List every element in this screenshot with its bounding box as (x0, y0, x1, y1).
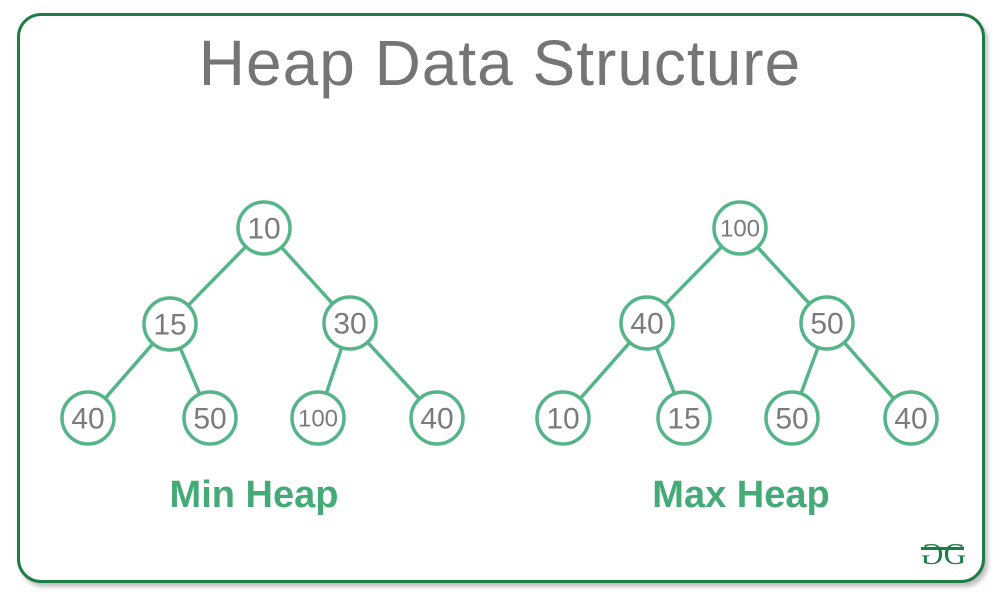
tree-node-circle (656, 390, 712, 446)
tree-node-circle (535, 390, 591, 446)
min-heap-label: Min Heap (169, 474, 339, 516)
tree-node-circle (236, 200, 292, 256)
tree-edge (187, 245, 247, 307)
tree-node-circle (290, 390, 346, 446)
tree-node-circle (619, 295, 675, 351)
tree-node-value: 15 (153, 309, 186, 342)
min-heap: 10 15 30 40 50 100 40 (60, 200, 465, 446)
logo-strikethrough-bar (921, 547, 964, 550)
tree-edge (579, 341, 631, 400)
geeksforgeeks-logo: GG (921, 536, 966, 571)
logo-letter-g: G (943, 536, 966, 571)
logo-letter-reversed-g: G (923, 536, 944, 571)
page-title: Heap Data Structure (198, 27, 802, 99)
tree-node-circle (799, 295, 855, 351)
tree-node-value: 100 (720, 215, 760, 242)
max-heap-label: Max Heap (652, 474, 830, 516)
tree-node-value: 40 (71, 403, 104, 436)
tree-node-value: 50 (193, 403, 226, 436)
tree-node-value: 40 (630, 308, 663, 341)
tree-edge (366, 341, 421, 400)
tree-node-circle (182, 390, 238, 446)
tree-node-circle (322, 295, 378, 351)
tree-edge (756, 246, 811, 305)
tree-edge (799, 346, 820, 395)
tree-node-value: 50 (775, 403, 808, 436)
tree-edge (843, 341, 895, 400)
tree-node-value: 100 (298, 405, 338, 432)
tree-node-circle (409, 390, 465, 446)
tree-node-value: 40 (420, 403, 453, 436)
tree-node-value: 30 (333, 308, 366, 341)
max-heap: 100 40 50 10 15 50 40 (535, 200, 939, 446)
tree-node-value: 10 (546, 403, 579, 436)
tree-node-value: 40 (894, 403, 927, 436)
tree-edge (664, 245, 723, 306)
tree-node-circle (883, 390, 939, 446)
tree-node-value: 10 (247, 213, 280, 246)
tree-node-circle (60, 390, 116, 446)
tree-node-circle (764, 390, 820, 446)
tree-edge (280, 246, 334, 305)
tree-node-circle (712, 200, 768, 256)
tree-node-circle (142, 296, 198, 352)
tree-node-value: 15 (667, 403, 700, 436)
tree-edge (178, 347, 202, 395)
tree-edge (655, 346, 676, 395)
tree-node-value: 50 (810, 308, 843, 341)
tree-edge (324, 346, 344, 395)
tree-edge (103, 342, 155, 400)
